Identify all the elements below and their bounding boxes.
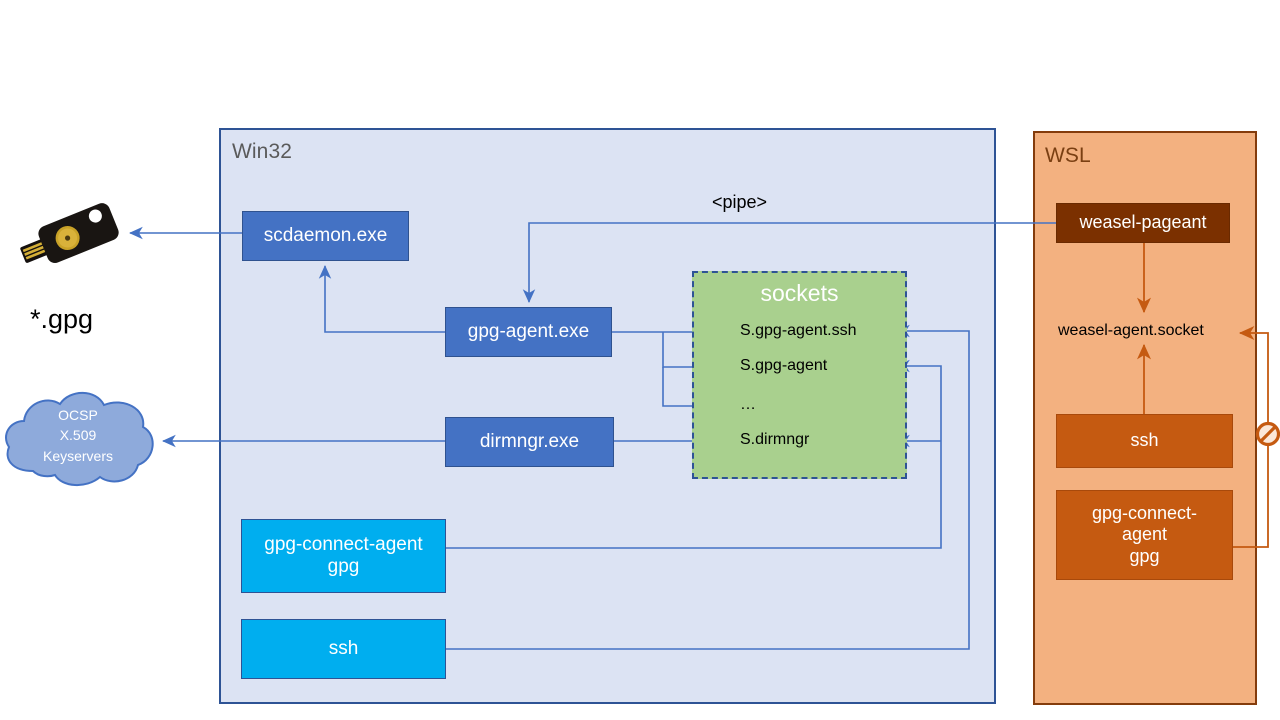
wsl-panel-title: WSL <box>1045 144 1091 167</box>
process-box-scdaemon[interactable]: scdaemon.exe <box>242 211 409 261</box>
process-box-gpg-connect-agent-wsl[interactable]: gpg-connect- agent gpg <box>1056 490 1233 580</box>
socket-item-s-gpg-agent: S.gpg-agent <box>740 357 828 374</box>
win32-panel-title: Win32 <box>232 140 293 163</box>
process-box-dirmngr[interactable]: dirmngr.exe <box>445 417 614 467</box>
socket-item-s-gpg-agent-ssh: S.gpg-agent.ssh <box>740 322 857 339</box>
pipe-annotation-label: <pipe> <box>712 192 768 212</box>
gpg-file-extension-label: *.gpg <box>30 304 94 334</box>
process-box-ssh-win32[interactable]: ssh <box>241 619 446 679</box>
process-box-gpg-connect-agent-win32[interactable]: gpg-connect-agent gpg <box>241 519 446 593</box>
process-box-gpg-agent[interactable]: gpg-agent.exe <box>445 307 612 357</box>
usb-security-key-icon <box>20 203 119 263</box>
process-box-ssh-wsl[interactable]: ssh <box>1056 414 1233 468</box>
cloud-label: OCSP X.509 Keyservers <box>42 407 114 464</box>
process-box-weasel-pageant[interactable]: weasel-pageant <box>1056 203 1230 243</box>
cloud-icon <box>5 391 154 486</box>
wsl-socket-label: weasel-agent.socket <box>1058 322 1204 339</box>
socket-item-s-dirmngr: S.dirmngr <box>740 431 810 448</box>
sockets-group <box>692 271 907 479</box>
sockets-group-title: sockets <box>760 280 839 306</box>
blocked-connection-icon <box>1255 421 1280 447</box>
socket-item-ellipsis: … <box>740 396 756 413</box>
